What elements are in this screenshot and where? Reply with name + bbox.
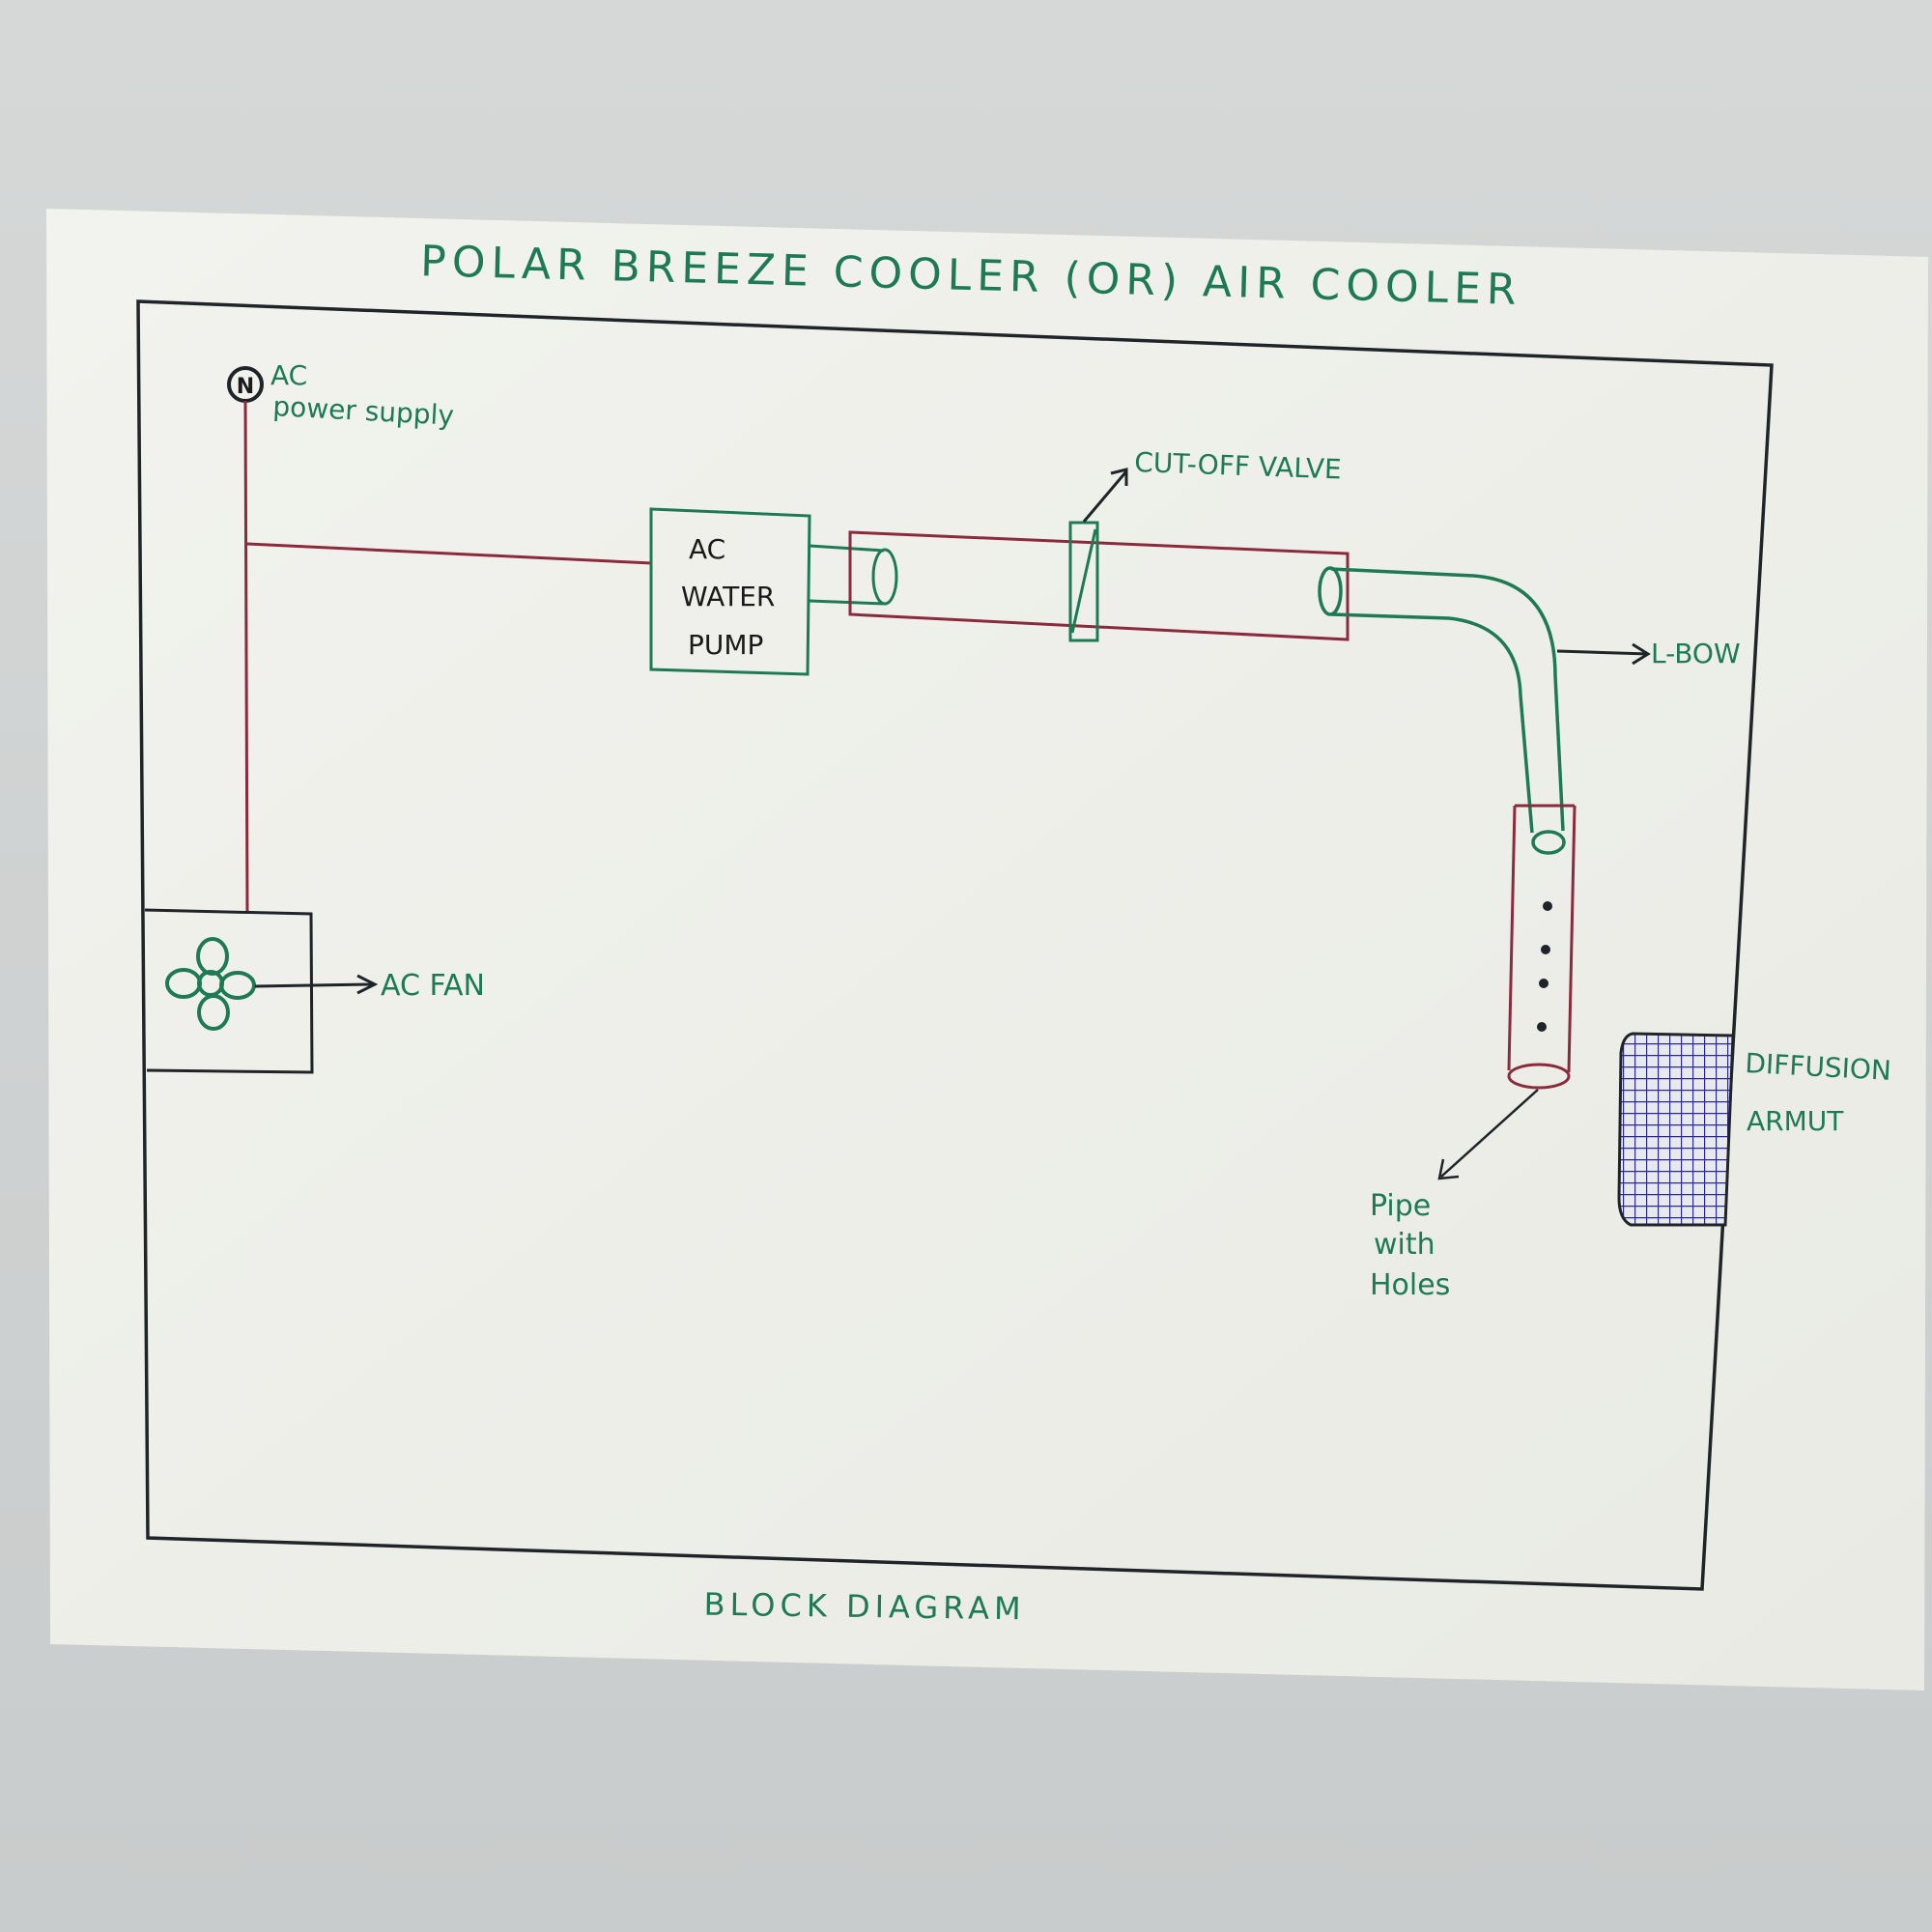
pump-outlet-pipe [809,544,885,606]
power-wiring [243,400,653,915]
fan-label: AC FAN [381,969,485,1003]
paper-sheet [46,209,1928,1690]
pipe-hole [1543,901,1552,911]
pipe-with-holes [1507,804,1577,1090]
elbow-pointer-arrow [1556,642,1651,666]
pump-label-line3: PUMP [688,629,763,661]
elbow-inlet-opening [1318,566,1343,616]
pipe-label-line2: with [1374,1228,1435,1262]
pump-outlet-opening [871,548,898,606]
pipe-label-line3: Holes [1370,1268,1450,1302]
diagram-caption: BLOCK DIAGRAM [703,1586,1025,1628]
elbow-outlet-opening [1531,830,1566,855]
pipe-hole [1539,979,1548,988]
fan-icon [165,937,256,1031]
l-bow-pipe [1318,566,1566,855]
ac-water-pump: AC WATER PUMP [649,507,898,676]
pump-box [649,507,811,676]
elbow-label: L-BOW [1651,638,1741,669]
pipe-hole [1537,1022,1547,1032]
water-pipe-sleeve [848,530,1350,641]
power-symbol: N [237,375,254,399]
diffusion-label-line2: ARMUT [1747,1105,1844,1137]
fan-pointer-arrow [254,974,379,995]
pump-label-line2: WATER [681,581,775,612]
valve-pointer-arrow [1082,468,1128,523]
outer-frame [136,299,1774,1591]
valve-label: CUT-OFF VALVE [1134,446,1343,485]
fan-housing [144,908,314,1074]
pipe-pointer-arrow [1437,1089,1539,1180]
power-label-line1: AC [270,359,307,391]
valve-body [1068,521,1099,642]
pipe-hole [1541,945,1550,954]
pump-label-line1: AC [689,533,725,565]
diffusion-mesh [1617,1032,1735,1227]
ac-fan: AC FAN [144,908,485,1074]
diffusion-label-line1: DIFFUSION [1745,1047,1892,1087]
pipe-label-line1: Pipe [1370,1189,1431,1223]
cut-off-valve: CUT-OFF VALVE [1068,446,1343,642]
